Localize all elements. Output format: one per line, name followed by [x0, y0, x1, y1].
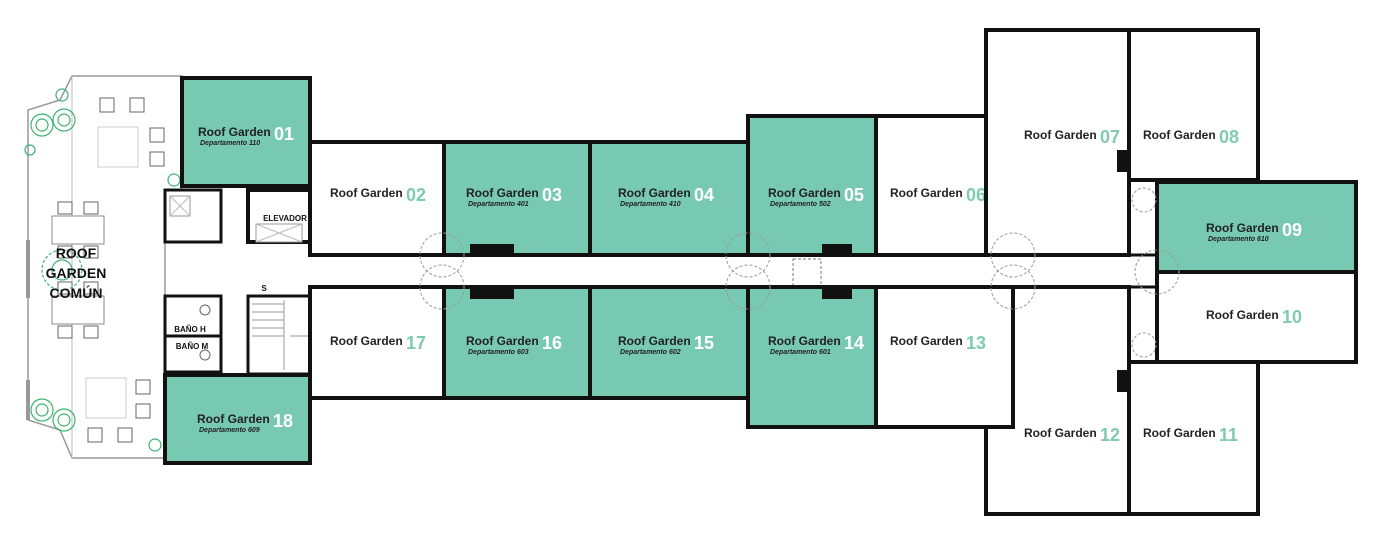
unit-18-area[interactable]	[163, 373, 312, 465]
unit-07-number: 07	[1100, 127, 1120, 147]
common-area-line2: GARDEN	[46, 265, 107, 281]
unit-01-area[interactable]	[180, 76, 312, 188]
unit-03-number: 03	[542, 185, 562, 205]
unit-18-number: 18	[273, 411, 293, 431]
stairs-label: S	[261, 284, 267, 293]
unit-11-label: Roof Garden	[1143, 426, 1216, 440]
unit-16-area[interactable]	[442, 285, 592, 400]
unit-04-label: Roof Garden	[618, 186, 691, 200]
unit-10-label: Roof Garden	[1206, 308, 1279, 322]
elevator-label: ELEVADOR	[263, 214, 307, 223]
unit-06-number: 06	[966, 185, 986, 205]
tree-icons	[24, 88, 181, 452]
unit-05-label: Roof Garden	[768, 186, 841, 200]
unit-08-label: Roof Garden	[1143, 128, 1216, 142]
unit-16-subtitle: Departamento 603	[468, 349, 529, 356]
unit-05-number: 05	[844, 185, 864, 205]
corridor	[310, 253, 1160, 289]
unit-13-number: 13	[966, 333, 986, 353]
unit-08-area[interactable]	[1127, 28, 1260, 182]
bath-women-label: BAÑO M	[176, 342, 209, 351]
unit-17-number: 17	[406, 333, 426, 353]
unit-15-area[interactable]	[588, 285, 750, 400]
unit-01-label: Roof Garden	[198, 125, 271, 139]
unit-04-number: 04	[694, 185, 714, 205]
unit-14-number: 14	[844, 333, 864, 353]
door-swings	[419, 187, 1180, 358]
unit-01-number: 01	[274, 124, 294, 144]
unit-14-area[interactable]	[746, 285, 878, 429]
wall-accents	[470, 150, 1128, 392]
unit-09-area[interactable]	[1155, 180, 1358, 274]
unit-18-label: Roof Garden	[197, 412, 270, 426]
unit-15-label: Roof Garden	[618, 334, 691, 348]
service-core	[163, 188, 312, 376]
unit-03-label: Roof Garden	[466, 186, 539, 200]
unit-09-label: Roof Garden	[1206, 221, 1279, 235]
unit-14-subtitle: Departamento 601	[770, 349, 831, 356]
unit-09-subtitle: Departamento 610	[1208, 236, 1269, 243]
unit-11-number: 11	[1219, 425, 1238, 445]
unit-14-label: Roof Garden	[768, 334, 841, 348]
unit-02-number: 02	[406, 185, 426, 205]
unit-10-number: 10	[1282, 307, 1302, 327]
unit-16-number: 16	[542, 333, 562, 353]
unit-02-label: Roof Garden	[330, 186, 403, 200]
unit-13-label: Roof Garden	[890, 334, 963, 348]
unit-01-subtitle: Departamento 110	[200, 140, 260, 147]
unit-09-number: 09	[1282, 220, 1302, 240]
unit-15-number: 15	[694, 333, 714, 353]
unit-15-subtitle: Departamento 602	[620, 349, 681, 356]
unit-13-area[interactable]	[874, 285, 1015, 429]
unit-08-number: 08	[1219, 127, 1239, 147]
chairs	[57, 97, 165, 443]
unit-05-area[interactable]	[746, 114, 878, 257]
unit-04-subtitle: Departamento 410	[620, 201, 681, 208]
unit-07-area[interactable]	[984, 28, 1131, 257]
unit-06-label: Roof Garden	[890, 186, 963, 200]
unit-17-label: Roof Garden	[330, 334, 403, 348]
unit-07-label: Roof Garden	[1024, 128, 1097, 142]
bath-men-label: BAÑO H	[174, 325, 206, 334]
unit-03-area[interactable]	[442, 140, 592, 257]
unit-11-area[interactable]	[1127, 360, 1260, 516]
unit-10-area[interactable]	[1155, 270, 1358, 364]
common-roof-garden	[26, 75, 183, 459]
unit-02-area[interactable]	[308, 140, 446, 257]
unit-05-subtitle: Departamento 502	[770, 201, 831, 208]
unit-03-subtitle: Departamento 401	[468, 201, 529, 208]
unit-12-number: 12	[1100, 425, 1120, 445]
unit-16-label: Roof Garden	[466, 334, 539, 348]
unit-17-area[interactable]	[308, 285, 446, 400]
unit-12-label: Roof Garden	[1024, 426, 1097, 440]
common-area-line1: ROOF	[56, 245, 97, 261]
common-area-line3: COMÚN	[50, 284, 103, 301]
unit-18-subtitle: Departamento 609	[199, 427, 260, 434]
